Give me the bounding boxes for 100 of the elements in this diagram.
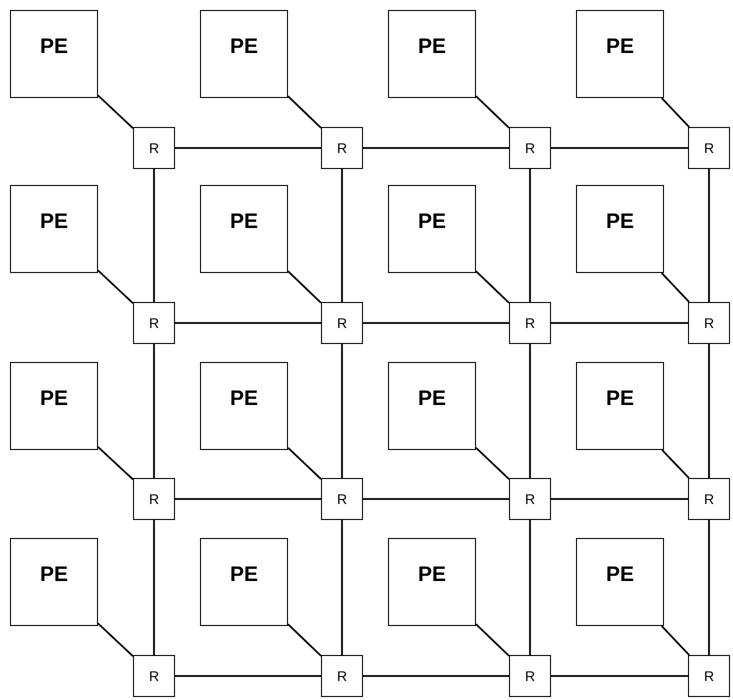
connector-line (708, 344, 710, 478)
connector-line (175, 675, 321, 677)
router-label: R (704, 491, 714, 507)
router-box (321, 127, 363, 169)
connector-line (97, 94, 134, 129)
connector-line (708, 520, 710, 655)
processing-element-box (388, 10, 476, 98)
connector-line (475, 624, 510, 656)
processing-element-label: PE (606, 563, 634, 587)
processing-element-box (10, 538, 98, 626)
processing-element-box (576, 538, 664, 626)
connector-line (661, 449, 690, 479)
processing-element-label: PE (606, 35, 634, 59)
connector-line (363, 147, 509, 149)
router-label: R (336, 491, 348, 507)
connector-line (153, 520, 155, 655)
processing-element-box (576, 185, 664, 273)
connector-line (287, 96, 322, 128)
connector-line (551, 675, 688, 677)
processing-element-box (576, 362, 664, 450)
processing-element-box (388, 185, 476, 273)
connector-line (475, 96, 510, 128)
connector-line (97, 446, 134, 480)
connector-line (175, 322, 321, 324)
router-box (688, 127, 730, 169)
connector-line (341, 520, 343, 655)
connector-line (287, 447, 322, 480)
router-box (509, 655, 551, 697)
processing-element-label: PE (40, 35, 68, 59)
connector-line (341, 169, 343, 302)
connector-line (529, 344, 531, 478)
connector-line (551, 147, 688, 149)
connector-line (153, 169, 155, 302)
processing-element-box (10, 185, 98, 273)
processing-element-label: PE (40, 387, 68, 411)
router-box (133, 655, 175, 697)
processing-element-label: PE (230, 387, 258, 411)
connector-line (661, 97, 690, 128)
router-box (509, 478, 551, 520)
router-label: R (704, 668, 714, 684)
processing-element-label: PE (230, 563, 258, 587)
connector-line (341, 344, 343, 478)
processing-element-box (200, 10, 288, 98)
connector-line (708, 169, 710, 302)
router-box (133, 302, 175, 344)
router-label: R (704, 315, 714, 331)
router-label: R (336, 668, 348, 684)
processing-element-label: PE (606, 210, 634, 234)
connector-line (287, 270, 322, 304)
router-box (688, 655, 730, 697)
connector-line (551, 322, 688, 324)
processing-element-label: PE (418, 210, 446, 234)
processing-element-box (388, 538, 476, 626)
connector-line (661, 625, 690, 656)
router-label: R (148, 315, 160, 331)
router-label: R (524, 315, 536, 331)
router-label: R (524, 491, 536, 507)
router-box (509, 302, 551, 344)
connector-line (475, 447, 510, 480)
processing-element-box (10, 362, 98, 450)
router-label: R (524, 140, 536, 156)
connector-line (661, 272, 690, 303)
router-box (133, 478, 175, 520)
router-label: R (148, 668, 160, 684)
router-label: R (524, 668, 536, 684)
processing-element-box (200, 538, 288, 626)
connector-line (287, 624, 322, 656)
router-label: R (148, 140, 160, 156)
connector-line (529, 520, 531, 655)
connector-line (175, 147, 321, 149)
router-box (321, 655, 363, 697)
connector-line (363, 675, 509, 677)
processing-element-label: PE (230, 210, 258, 234)
connector-line (97, 622, 134, 657)
router-box (688, 302, 730, 344)
connector-line (363, 498, 509, 500)
router-label: R (704, 140, 714, 156)
processing-element-box (200, 362, 288, 450)
processing-element-label: PE (418, 35, 446, 59)
processing-element-label: PE (40, 210, 68, 234)
connector-line (153, 344, 155, 478)
processing-element-label: PE (230, 35, 258, 59)
router-label: R (336, 315, 348, 331)
router-label: R (336, 140, 348, 156)
connector-line (551, 498, 688, 500)
router-label: R (148, 491, 160, 507)
router-box (321, 478, 363, 520)
router-box (321, 302, 363, 344)
processing-element-box (576, 10, 664, 98)
processing-element-box (200, 185, 288, 273)
connector-line (529, 169, 531, 302)
processing-element-label: PE (40, 563, 68, 587)
connector-line (475, 270, 510, 304)
router-box (133, 127, 175, 169)
processing-element-label: PE (418, 387, 446, 411)
connector-line (363, 322, 509, 324)
router-box (509, 127, 551, 169)
processing-element-label: PE (606, 387, 634, 411)
connector-line (97, 270, 134, 304)
processing-element-box (388, 362, 476, 450)
